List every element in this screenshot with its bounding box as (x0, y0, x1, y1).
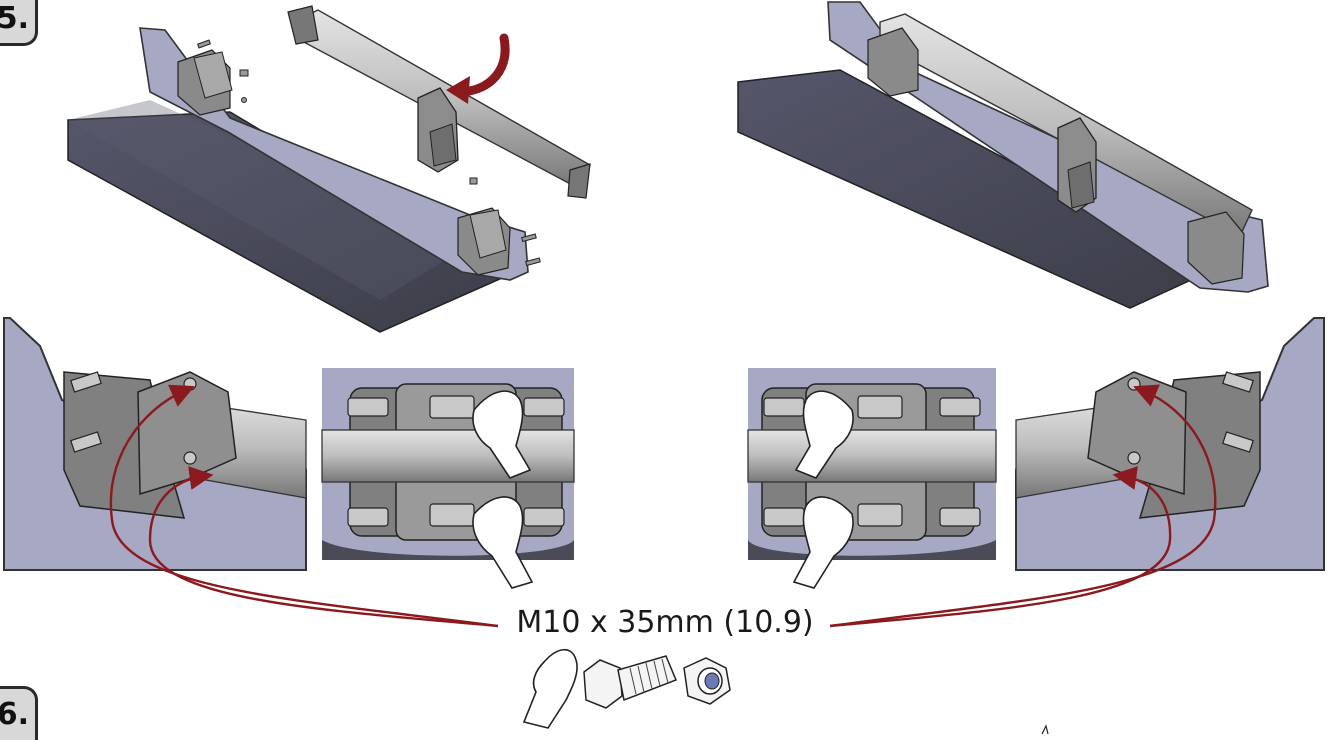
bracket-plate-right (1087, 371, 1187, 496)
curved-arrow-head (446, 76, 470, 104)
detail-left-perspective (3, 312, 307, 571)
leader-arrows (109, 384, 1217, 628)
floor-box-left-top (68, 100, 470, 300)
center-hook-assembled (1057, 117, 1097, 213)
hand-icon (472, 496, 534, 589)
bracket-rear (177, 49, 233, 116)
small-mark (1041, 724, 1049, 735)
bracket-right-rear (867, 27, 919, 97)
bracket-right-front (1187, 211, 1245, 285)
detail-top-down-left (321, 368, 575, 589)
hand-icon (522, 648, 578, 729)
top-left-exploded-view (67, 5, 591, 333)
bracket-front (457, 207, 511, 276)
step-number-badge: 6. (0, 686, 38, 740)
hand-icon (792, 496, 854, 589)
nut-icon (683, 657, 731, 705)
hand-icon (794, 390, 854, 479)
bolt-icon (583, 655, 677, 709)
loose-bolts (197, 39, 541, 267)
detail-top-down-right (747, 368, 997, 589)
top-right-assembled-view (737, 1, 1269, 309)
curved-arrow-icon (457, 33, 510, 97)
fastener-spec-label: M10 x 35mm (10.9) (500, 601, 830, 645)
hardware-icons (522, 648, 731, 729)
step-number-badge: 5. (0, 0, 38, 46)
hand-icon (472, 390, 532, 479)
rail-assembly-exploded (287, 5, 591, 199)
